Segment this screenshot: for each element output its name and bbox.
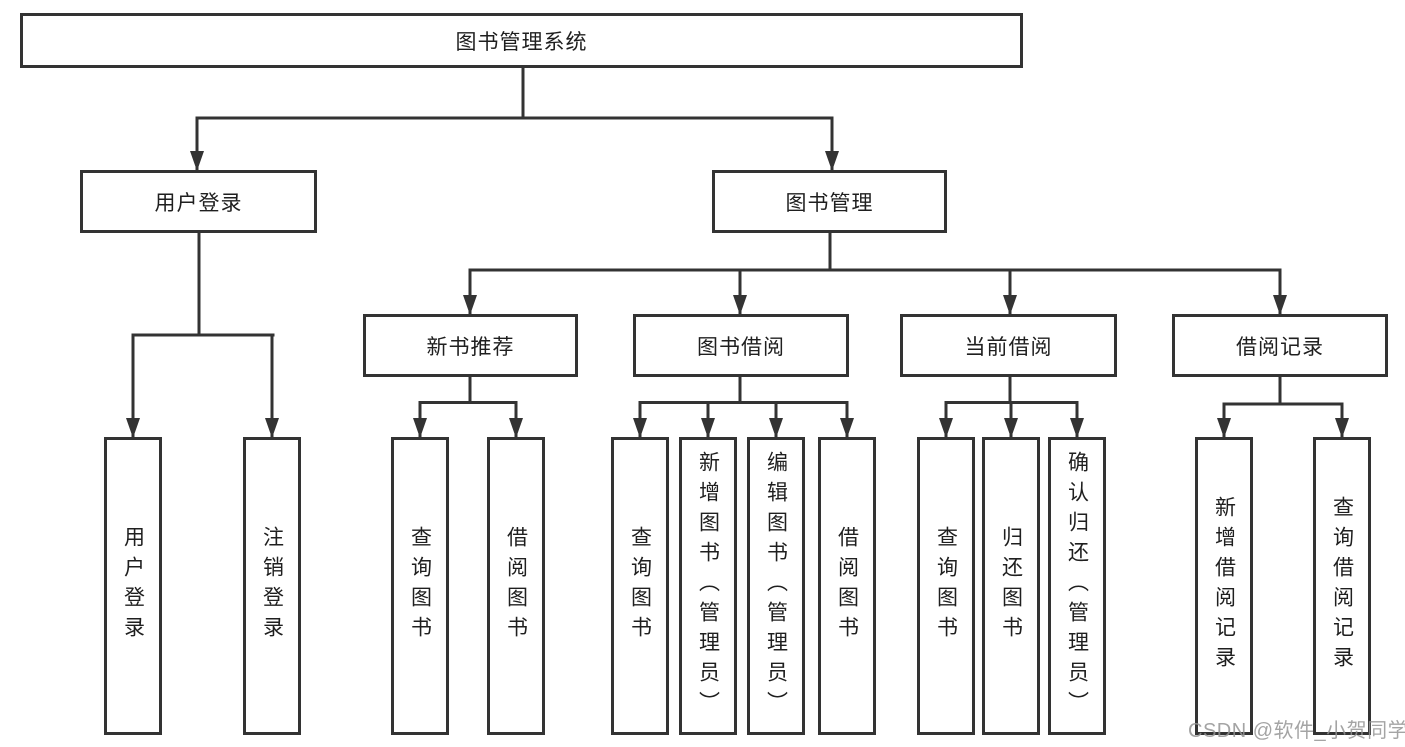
leaf-label: 借阅图书	[504, 526, 528, 646]
leaf-confirm-return-admin: 确认归还（管理员）	[1048, 437, 1106, 735]
leaf-label: 借阅图书	[835, 526, 859, 646]
leaf-label: 归还图书	[999, 526, 1023, 646]
node-new-book-recommend: 新书推荐	[363, 314, 578, 377]
node-current-borrowing: 当前借阅	[900, 314, 1117, 377]
leaf-label: 注销登录	[260, 526, 284, 646]
leaf-label: 查询图书	[934, 526, 958, 646]
leaf-borrow-books: 借阅图书	[818, 437, 876, 735]
leaf-logout: 注销登录	[243, 437, 301, 735]
leaf-label: 查询借阅记录	[1330, 496, 1354, 676]
leaf-edit-books-admin: 编辑图书（管理员）	[747, 437, 805, 735]
node-root-system: 图书管理系统	[20, 13, 1023, 68]
leaf-add-books-admin: 新增图书（管理员）	[679, 437, 737, 735]
leaf-label: 用户登录	[121, 526, 145, 646]
leaf-query-borrow-record: 查询借阅记录	[1313, 437, 1371, 735]
leaf-borrow-books-recommend: 借阅图书	[487, 437, 545, 735]
node-borrowing-records: 借阅记录	[1172, 314, 1388, 377]
leaf-label: 新增借阅记录	[1212, 496, 1236, 676]
leaf-label: 新增图书（管理员）	[696, 451, 720, 721]
leaf-label: 查询图书	[628, 526, 652, 646]
node-user-login: 用户登录	[80, 170, 317, 233]
node-book-borrowing: 图书借阅	[633, 314, 849, 377]
leaf-add-borrow-record: 新增借阅记录	[1195, 437, 1253, 735]
node-book-management: 图书管理	[712, 170, 947, 233]
leaf-return-books: 归还图书	[982, 437, 1040, 735]
leaf-user-login: 用户登录	[104, 437, 162, 735]
leaf-query-books-borrowing: 查询图书	[611, 437, 669, 735]
leaf-query-books-current: 查询图书	[917, 437, 975, 735]
csdn-watermark: CSDN @软件_小贺同学	[1188, 720, 1405, 742]
leaf-label: 确认归还（管理员）	[1065, 451, 1089, 721]
leaf-label: 编辑图书（管理员）	[764, 451, 788, 721]
leaf-query-books-recommend: 查询图书	[391, 437, 449, 735]
leaf-label: 查询图书	[408, 526, 432, 646]
